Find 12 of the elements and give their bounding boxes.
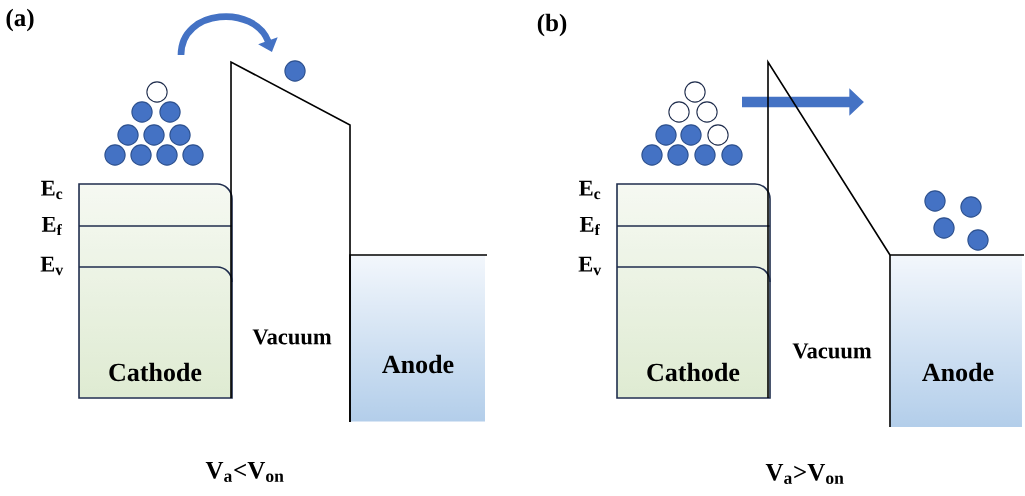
region-label: Vacuum <box>252 329 332 345</box>
anode-block: Anode <box>889 254 1025 428</box>
panel-label: (a) <box>6 8 34 32</box>
barrier-line <box>767 59 891 399</box>
region-label: Vacuum <box>792 343 872 359</box>
barrier-line <box>230 60 351 423</box>
cathode-block: Cathode <box>78 183 233 399</box>
panel-label: (b) <box>537 13 567 37</box>
condition-label: V$_{a}$<V$_{on}$ <box>205 461 284 482</box>
cathode-block: Cathode <box>616 183 771 399</box>
condition-label: V$_{a}$>V$_{on}$ <box>765 463 844 484</box>
anode-block: Anode <box>349 254 488 423</box>
